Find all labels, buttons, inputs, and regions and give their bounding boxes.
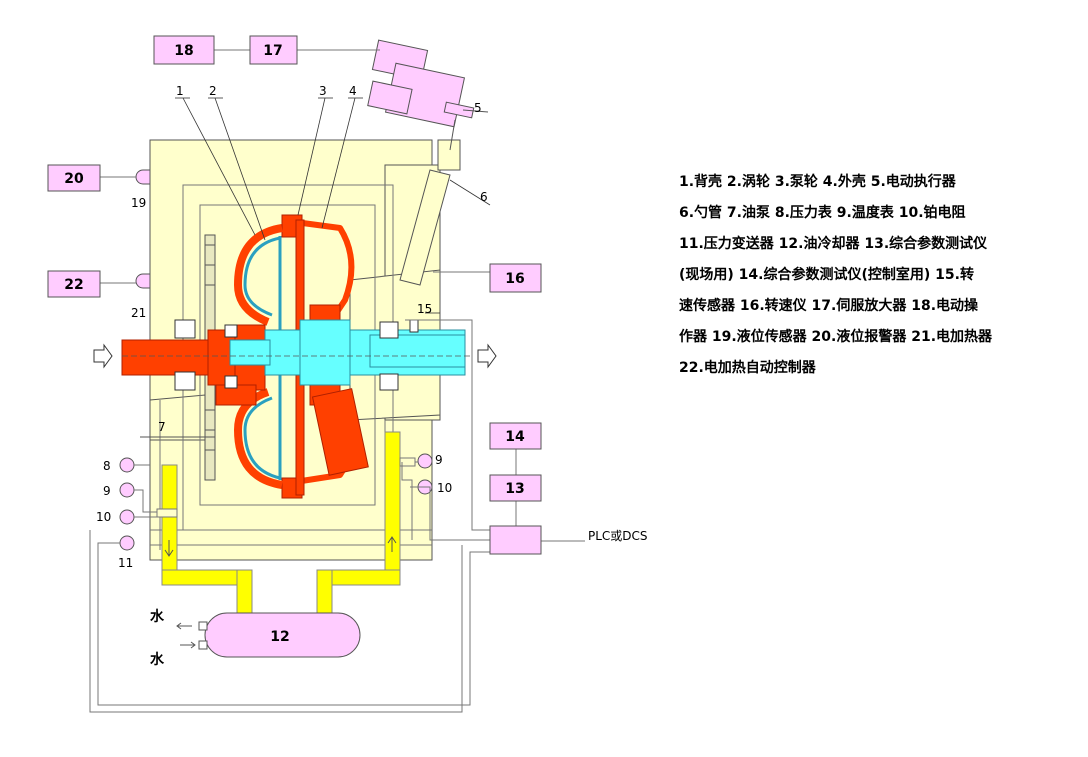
- box-12-label: 12: [270, 629, 289, 645]
- legend-line-6: 作器 19.液位传感器 20.液位报警器 21.电加热器: [679, 329, 993, 345]
- box-16-label: 16: [505, 271, 524, 287]
- part-10-label-right: 10: [437, 481, 452, 495]
- cooler-nozzles: [198, 621, 208, 650]
- part-19-label: 19: [131, 196, 146, 210]
- output-arrow: [477, 343, 497, 369]
- part-6-label: 6: [480, 190, 488, 204]
- plc-dcs-label: PLC或DCS: [588, 529, 648, 543]
- bearings: [174, 319, 419, 391]
- sensors: [119, 169, 433, 551]
- box-13-label: 13: [505, 481, 524, 497]
- box-20-label: 20: [64, 171, 84, 187]
- legend-line-7: 22.电加热自动控制器: [679, 360, 816, 376]
- oil-cooler: [204, 612, 361, 658]
- water-arrows: [176, 622, 196, 649]
- electric-actuator: [367, 39, 475, 128]
- pipe-flow-arrows: [164, 536, 397, 557]
- water-in-label: 水: [150, 651, 165, 668]
- box-17-label: 17: [263, 43, 282, 59]
- legend-line-2: 6.勺管 7.油泵 8.压力表 9.温度表 10.铂电阻: [679, 205, 966, 221]
- box-14-label: 14: [505, 429, 525, 445]
- part-2-label: 2: [209, 84, 217, 98]
- part-1-label: 1: [176, 84, 184, 98]
- part-11-label: 11: [118, 556, 133, 570]
- input-arrow: [93, 343, 113, 369]
- part-10-label-left: 10: [96, 510, 111, 524]
- oil-pipes: [161, 431, 401, 616]
- part-15-label: 15: [417, 302, 432, 316]
- legend-line-3: 11.压力变送器 12.油冷却器 13.综合参数测试仪: [679, 236, 988, 252]
- sensor-wiring: [89, 49, 585, 713]
- part-9-label-right: 9: [435, 453, 443, 467]
- water-out-label: 水: [150, 608, 165, 625]
- part-8-label: 8: [103, 459, 111, 473]
- part-3-label: 3: [319, 84, 327, 98]
- part-9-label-left: 9: [103, 484, 111, 498]
- legend-line-4: (现场用) 14.综合参数测试仪(控制室用) 15.转: [679, 267, 974, 283]
- legend-line-5: 速传感器 16.转速仪 17.伺服放大器 18.电动操: [679, 298, 979, 314]
- part-4-label: 4: [349, 84, 357, 98]
- box-22-label: 22: [64, 277, 83, 293]
- legend-line-1: 1.背壳 2.涡轮 3.泵轮 4.外壳 5.电动执行器: [679, 174, 956, 190]
- part-7-label: 7: [158, 420, 166, 434]
- parts-legend: 1.背壳 2.涡轮 3.泵轮 4.外壳 5.电动执行器 6.勺管 7.油泵 8.…: [679, 170, 1079, 387]
- part-5-label: 5: [474, 101, 482, 115]
- box-18-label: 18: [174, 43, 193, 59]
- output-shaft: [229, 319, 466, 386]
- component-boxes: [47, 35, 542, 555]
- part-21-label: 21: [131, 306, 146, 320]
- leader-lines: [175, 97, 491, 314]
- scoop-tube: [399, 139, 461, 286]
